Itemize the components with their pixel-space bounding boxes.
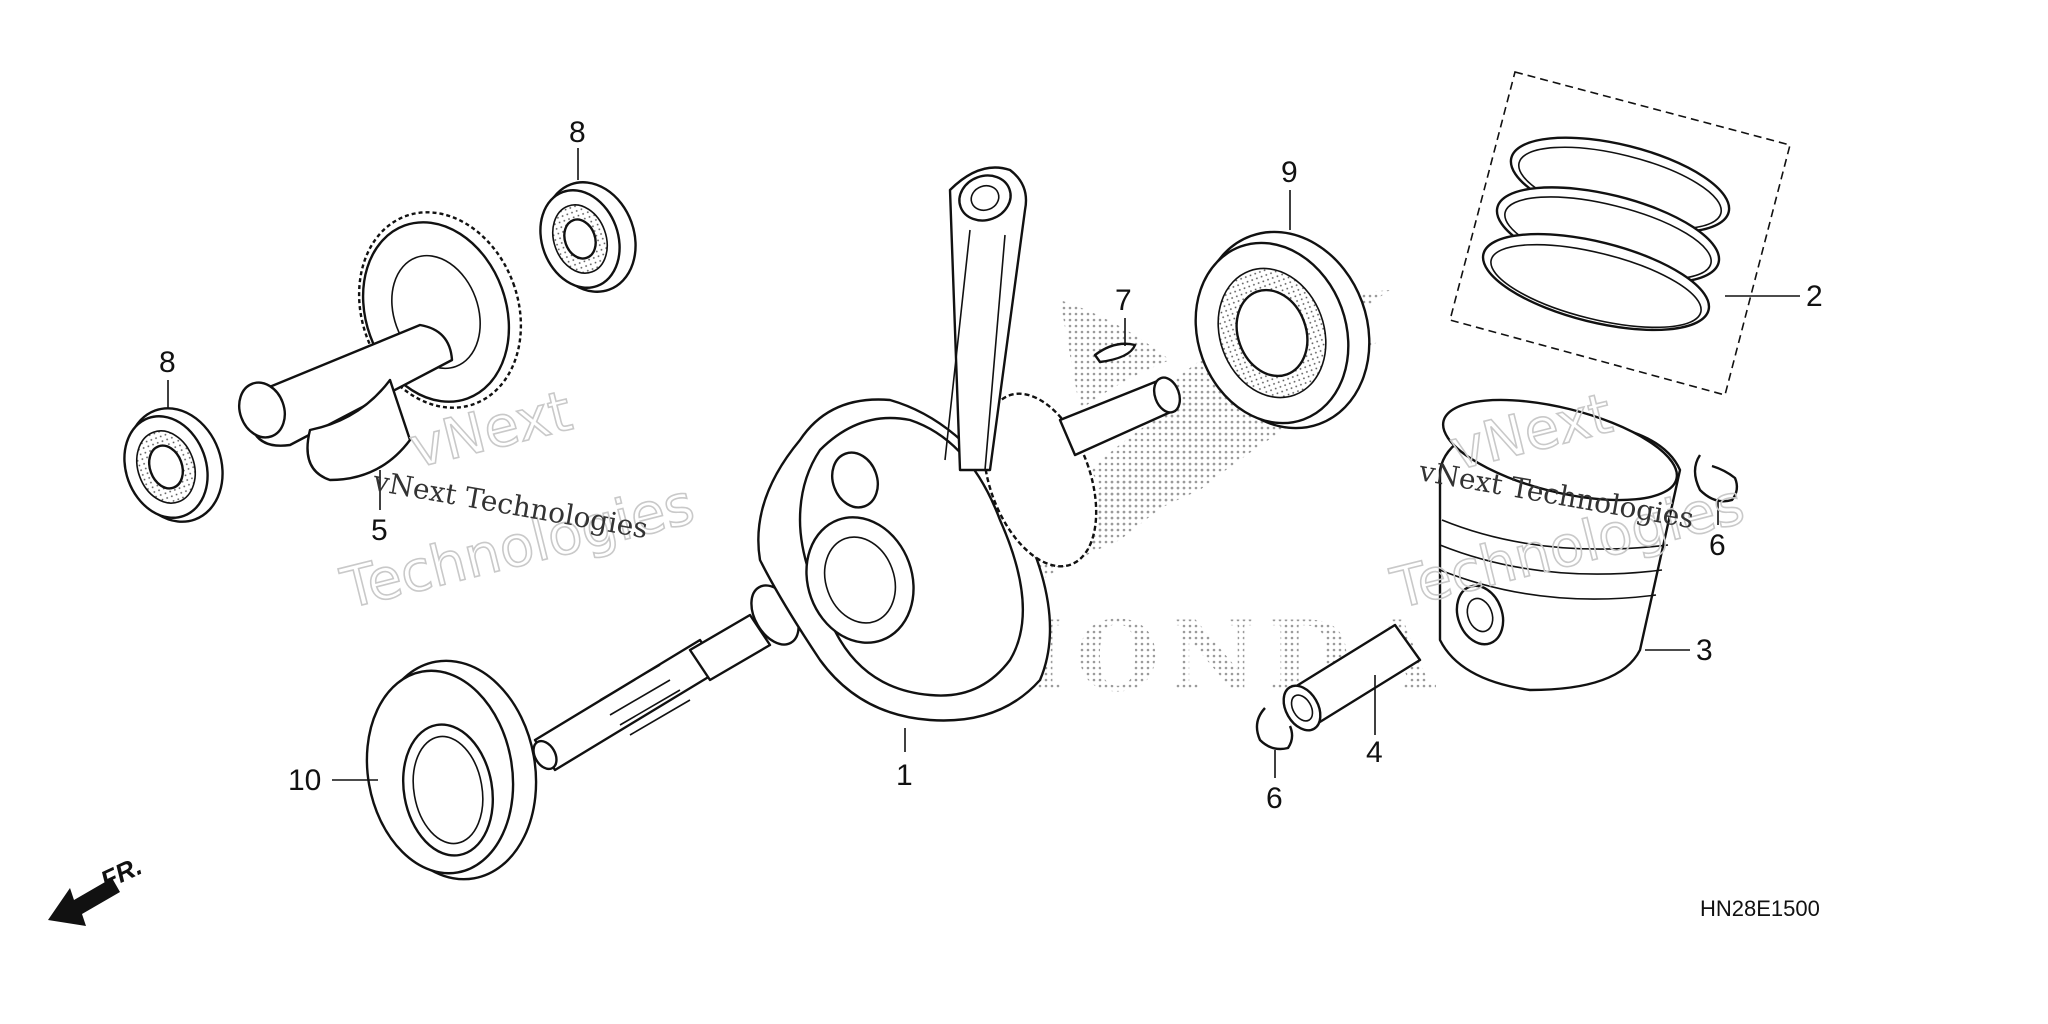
callout-8-top: 8 — [569, 116, 586, 149]
ball-bearing-part-8-left — [123, 407, 224, 523]
honda-wing-watermark: HONDA — [975, 290, 1435, 713]
diagram-code: HN28E1500 — [1700, 896, 1820, 921]
callout-labels: 1 2 3 4 5 6 6 7 8 8 9 10 — [159, 116, 1823, 815]
callout-1: 1 — [896, 759, 913, 792]
callout-10: 10 — [288, 764, 321, 797]
piston-pin-clip-part-6-left — [1255, 707, 1294, 751]
piston-ring-set-part-2 — [1449, 71, 1791, 396]
piston-pin-part-4 — [1282, 623, 1422, 732]
callout-6-left: 6 — [1266, 782, 1283, 815]
oil-seal-part-10 — [365, 659, 538, 881]
front-direction-arrow: FR. — [48, 851, 147, 926]
callout-3: 3 — [1696, 634, 1713, 667]
piston-part-3 — [1438, 398, 1682, 692]
crankshaft-part-1 — [532, 166, 1182, 772]
balancer-shaft-part-5 — [238, 211, 523, 482]
ball-bearing-part-8-top — [539, 181, 637, 293]
ball-bearing-part-9 — [1194, 230, 1371, 430]
callout-5: 5 — [371, 514, 388, 547]
callout-7: 7 — [1115, 284, 1132, 317]
callout-8-left: 8 — [159, 346, 176, 379]
callout-4: 4 — [1366, 736, 1383, 769]
arrow-icon — [48, 878, 120, 926]
callout-2: 2 — [1806, 280, 1823, 313]
woodruff-key-part-7 — [1093, 342, 1137, 364]
leader-lines — [167, 148, 1800, 781]
piston-pin-clip-part-6-right — [1693, 454, 1739, 503]
callout-6-right: 6 — [1709, 529, 1726, 562]
callout-9: 9 — [1281, 156, 1298, 189]
